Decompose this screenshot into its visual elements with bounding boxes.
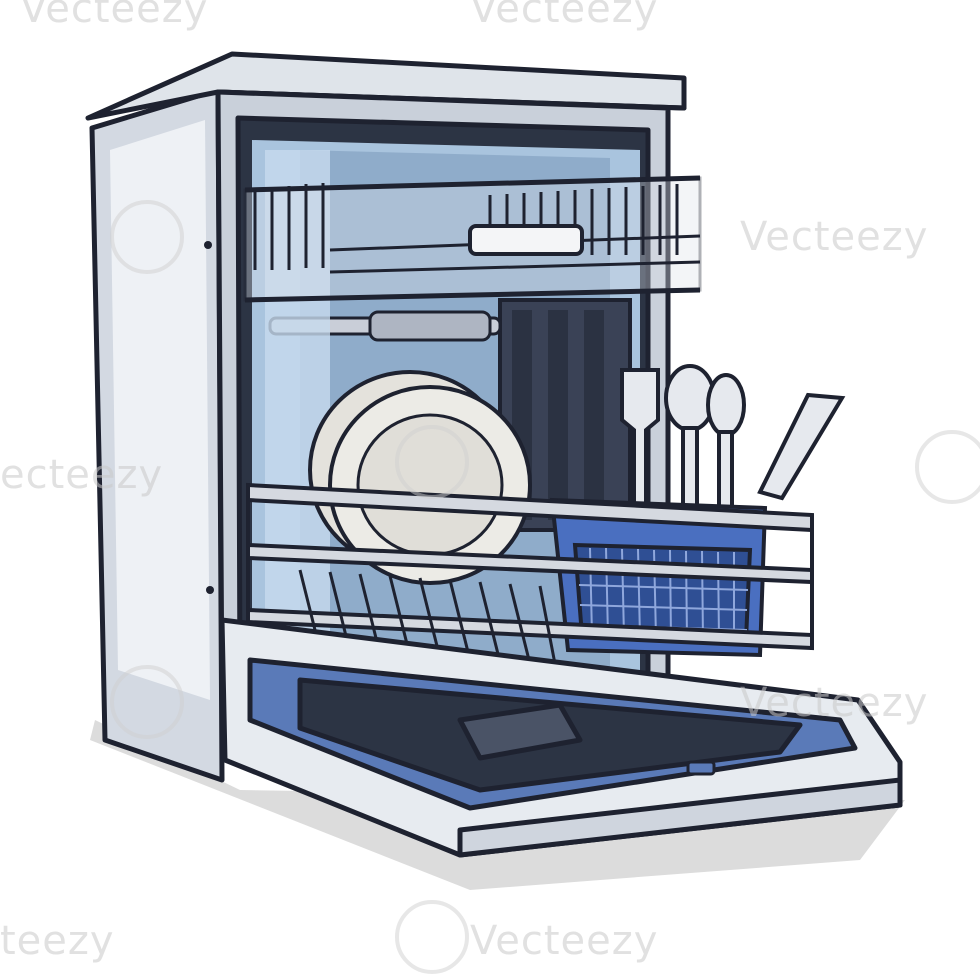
upper-rack-tines — [253, 183, 679, 270]
lower-rack — [246, 482, 814, 698]
cabinet-screws — [204, 241, 214, 594]
open-door — [219, 617, 903, 858]
upper-rack — [243, 175, 702, 303]
utensils — [620, 364, 846, 510]
